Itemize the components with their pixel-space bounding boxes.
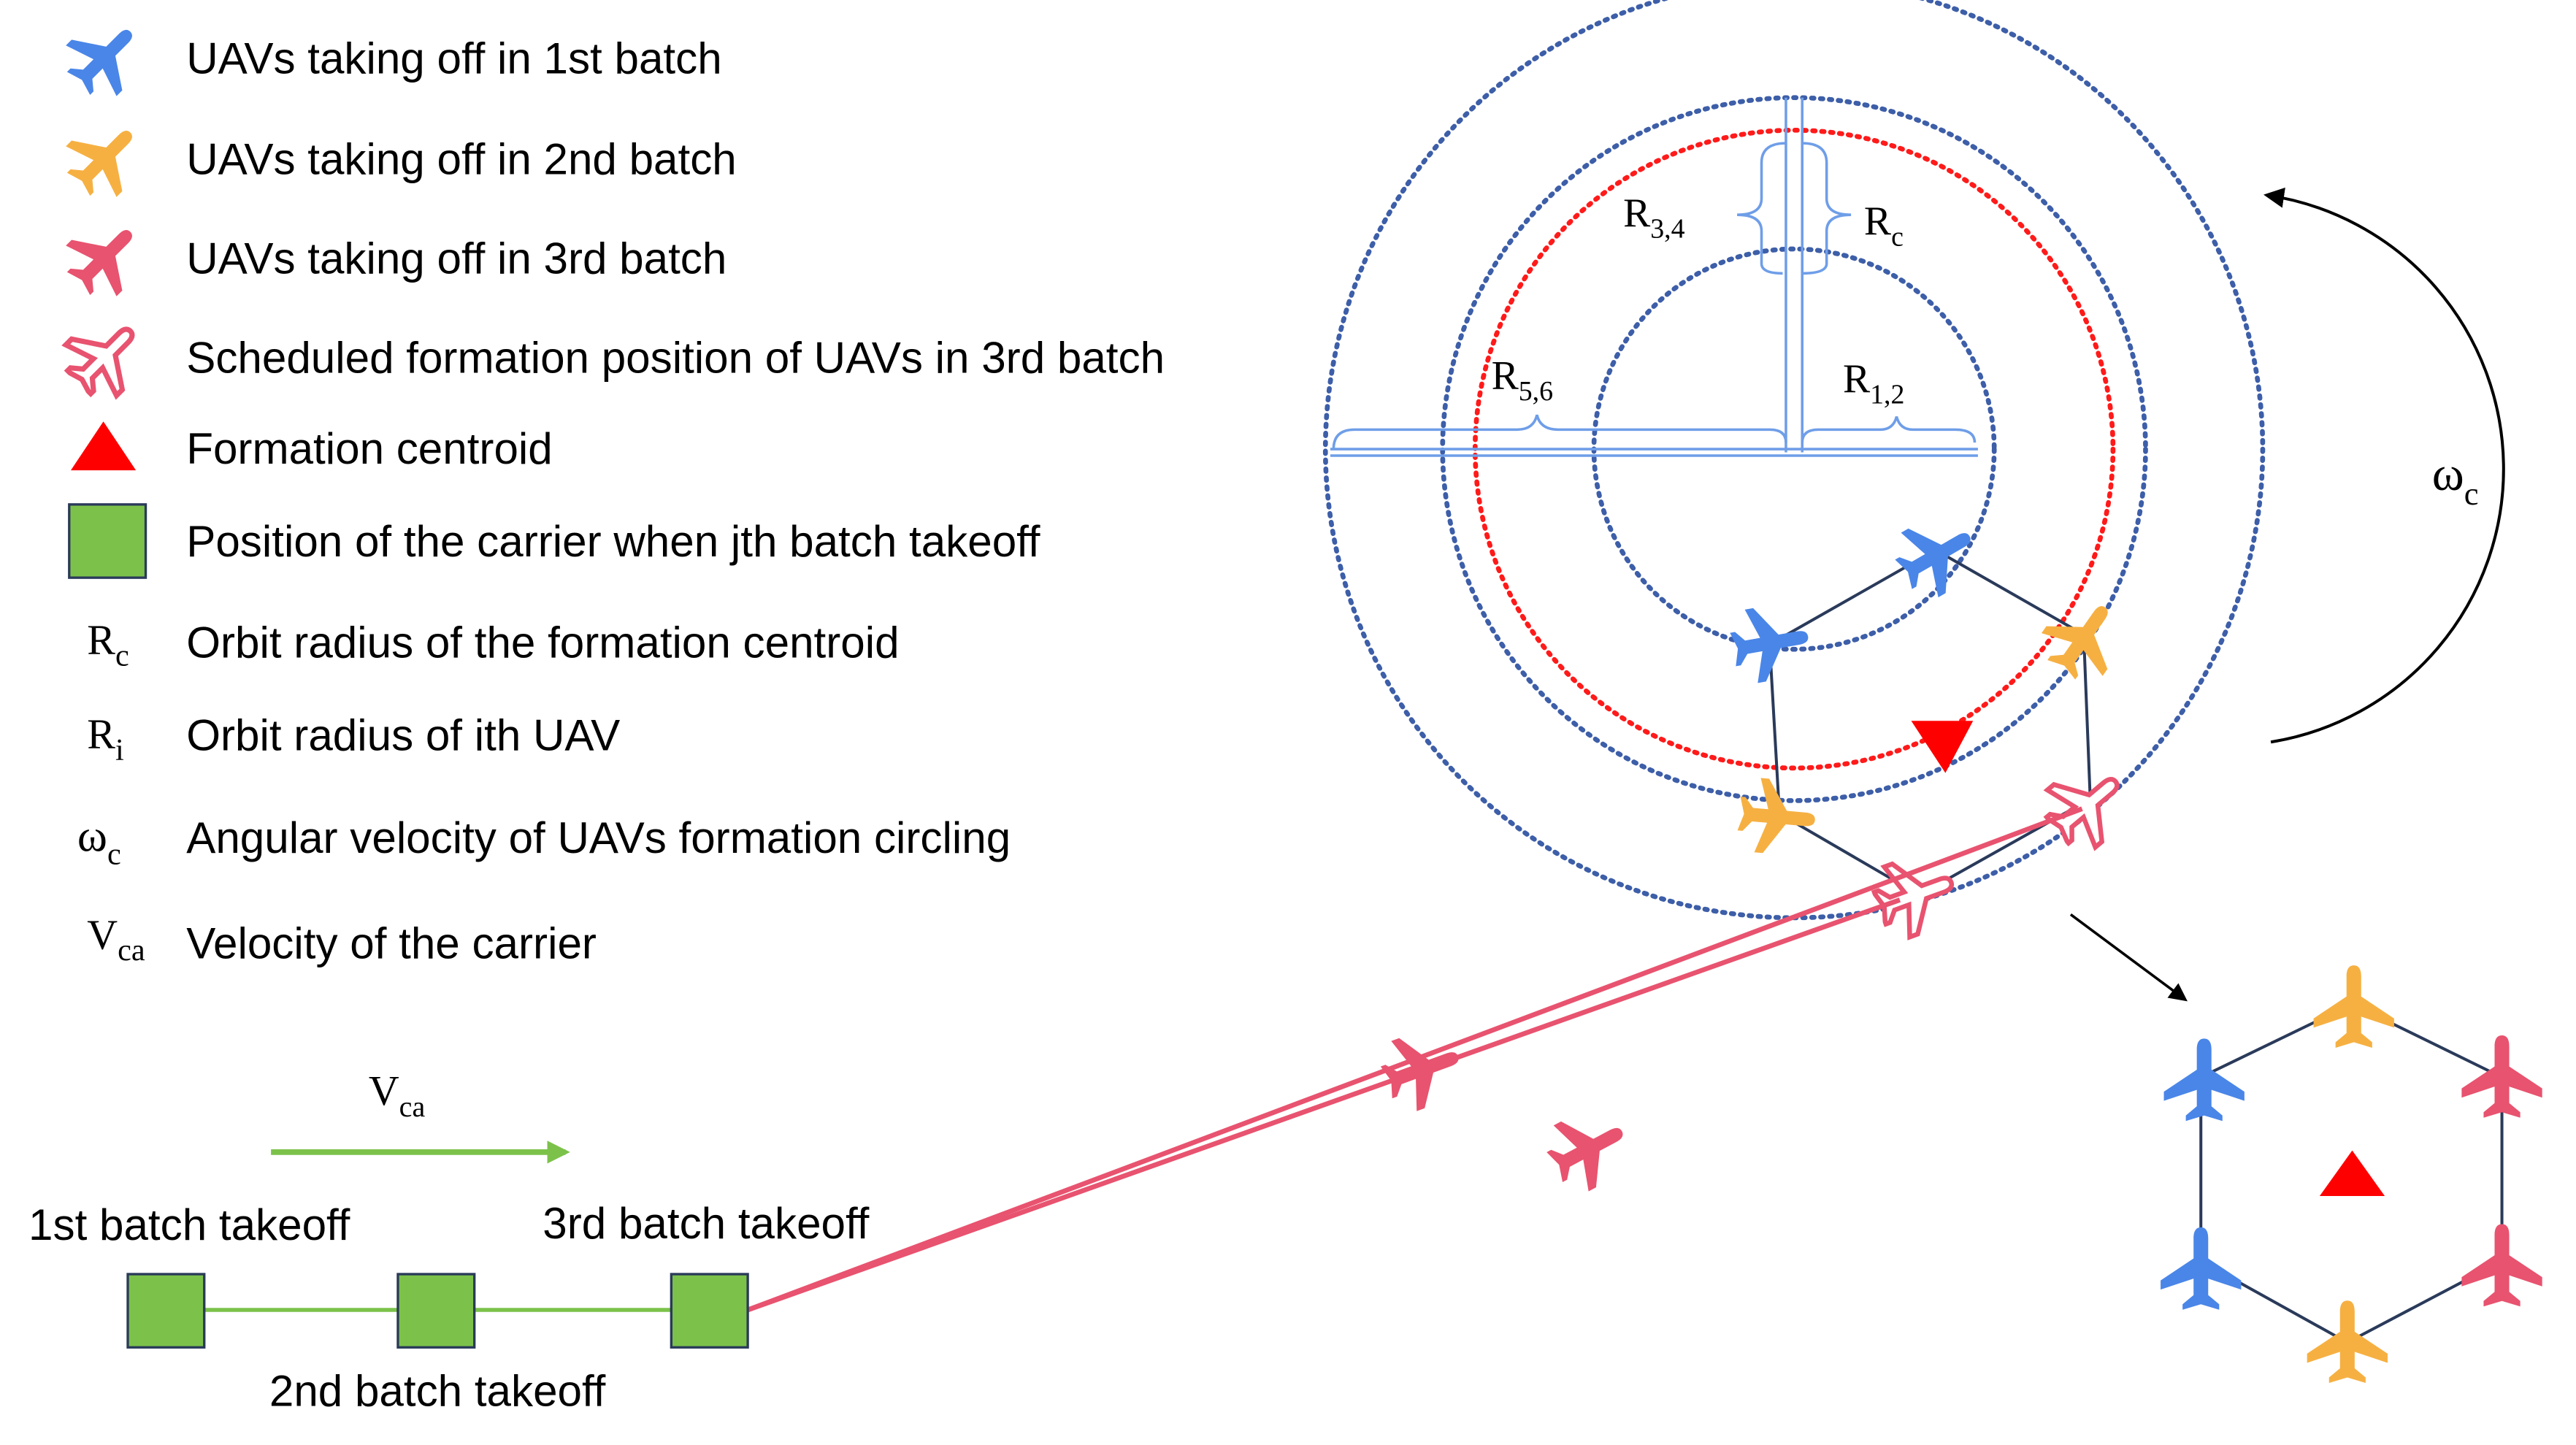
rc-symbol: Rc xyxy=(87,616,129,673)
legend-label: UAVs taking off in 2nd batch xyxy=(186,134,737,183)
uav-orange-1 xyxy=(2031,586,2136,691)
omega-label: ωc xyxy=(2432,447,2479,512)
plane-orange-icon xyxy=(53,107,156,210)
legend: UAVs taking off in 1st batch UAVs taking… xyxy=(53,6,1165,968)
rc-label: Rc xyxy=(1864,199,1904,253)
legend-label: Formation centroid xyxy=(186,424,553,473)
formation-detail xyxy=(2161,965,2542,1384)
uav-outline-2 xyxy=(1867,847,1964,943)
square-icon xyxy=(68,503,147,579)
detail-uav-orange-top xyxy=(2313,965,2394,1048)
batch3-label: 3rd batch takeoff xyxy=(543,1199,869,1248)
detail-uav-blue-2 xyxy=(2161,1227,2242,1310)
detail-centroid xyxy=(2319,1150,2385,1197)
legend-label: Velocity of the carrier xyxy=(186,919,597,968)
r34-label: R3,4 xyxy=(1623,191,1685,245)
carrier-velocity-label: Vca xyxy=(369,1067,426,1123)
carrier-position-3 xyxy=(670,1273,749,1349)
orbit-outer xyxy=(1323,0,2266,921)
r56-label: R5,6 xyxy=(1492,353,1554,407)
legend-label: Scheduled formation position of UAVs in … xyxy=(186,333,1165,382)
legend-label: UAVs taking off in 1st batch xyxy=(186,34,721,83)
orbit-group: R3,4 Rc R5,6 R1,2 ωc xyxy=(1323,0,2505,921)
carrier-position-1 xyxy=(126,1273,206,1349)
triangle-icon xyxy=(71,421,137,471)
formation-centroid xyxy=(1911,721,1974,773)
detail-uav-blue-1 xyxy=(2163,1038,2245,1122)
trajectory-1 xyxy=(746,897,1901,1313)
detail-uav-red-1 xyxy=(2461,1035,2542,1118)
legend-label: UAVs taking off in 3rd batch xyxy=(186,234,727,283)
angular-velocity-arrow xyxy=(2263,187,2505,744)
legend-label: Orbit radius of the formation centroid xyxy=(186,618,899,667)
carrier-position-2 xyxy=(396,1273,476,1349)
detail-uav-orange-bottom xyxy=(2307,1300,2388,1384)
r12-label: R1,2 xyxy=(1843,356,1905,410)
detail-uav-red-2 xyxy=(2461,1224,2542,1307)
uav-blue-1 xyxy=(1885,504,1988,607)
legend-label: Angular velocity of UAVs formation circl… xyxy=(186,813,1011,862)
plane-blue-icon xyxy=(53,6,156,109)
ri-symbol: Ri xyxy=(87,710,123,767)
formation-in-orbit xyxy=(1726,504,2139,943)
uav-red-1 xyxy=(1373,1021,1471,1118)
batch1-label: 1st batch takeoff xyxy=(28,1200,350,1249)
radius-lines xyxy=(1330,97,1978,457)
plane-red-icon xyxy=(53,206,156,310)
trajectories xyxy=(746,806,2083,1313)
legend-label: Position of the carrier when jth batch t… xyxy=(186,517,1040,566)
vca-symbol: Vca xyxy=(87,911,145,967)
carrier: Vca 1st batch takeoff 3rd batch takeoff … xyxy=(28,1067,870,1415)
omega-symbol: ωc xyxy=(77,811,121,872)
plane-outline-icon xyxy=(53,306,156,408)
uav-red-2 xyxy=(1537,1098,1640,1200)
legend-label: Orbit radius of ith UAV xyxy=(186,710,620,759)
batch2-label: 2nd batch takeoff xyxy=(269,1367,606,1416)
zoom-arrow xyxy=(2069,913,2188,1002)
